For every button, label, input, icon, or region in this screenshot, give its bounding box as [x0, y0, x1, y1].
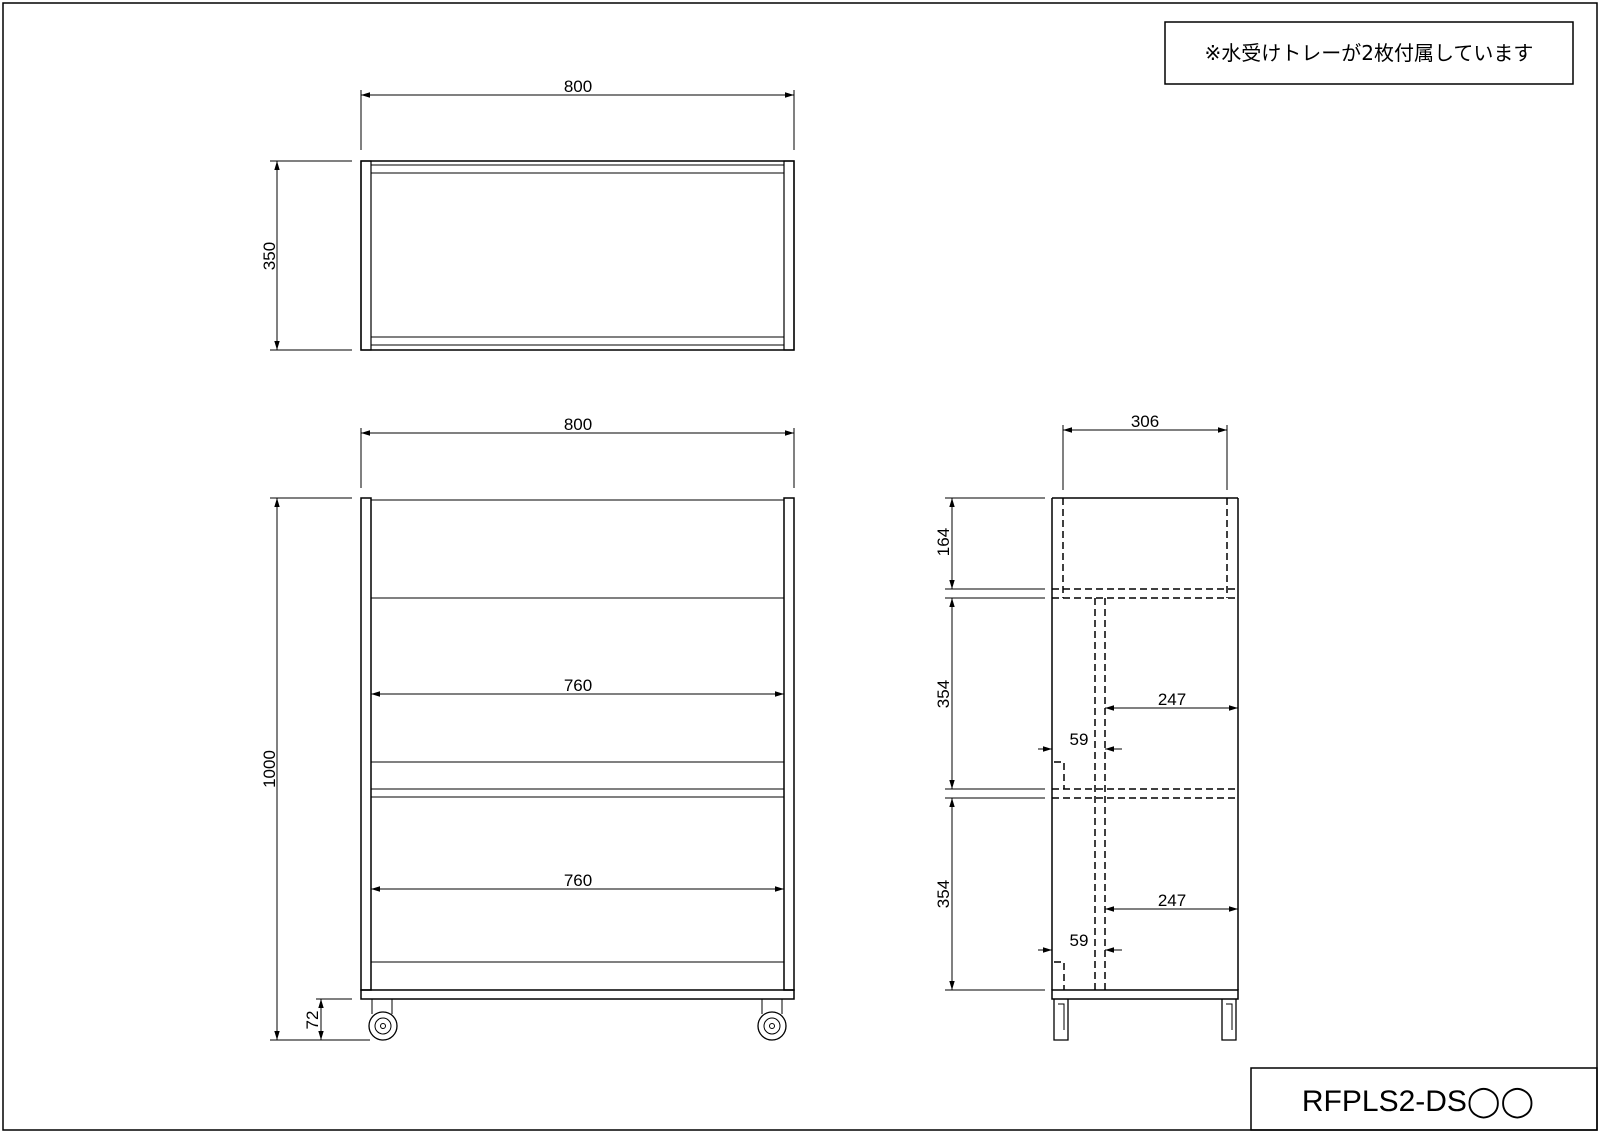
front-view: 800 760 760 1000 72: [260, 415, 795, 1041]
side-mid-section-dim: 354: [934, 680, 953, 708]
offset-lower-dim: 59: [1070, 931, 1089, 950]
note-box: ※水受けトレーが2枚付属しています: [1164, 21, 1574, 85]
note-text: ※水受けトレーが2枚付属しています: [1205, 41, 1534, 65]
top-depth-dim: 350: [260, 242, 279, 270]
front-right-caster: [757, 999, 787, 1041]
title-block: RFPLS2-DS◯◯: [1250, 1067, 1598, 1131]
front-width-dim: 800: [564, 415, 592, 434]
side-left-caster: [1053, 999, 1069, 1041]
shelf-lower-depth-dim: 247: [1158, 891, 1186, 910]
side-top-section-dim: 164: [934, 528, 953, 556]
shelf-upper-width-dim: 760: [564, 676, 592, 695]
side-right-caster: [1221, 999, 1237, 1041]
shelf-upper-depth-dim: 247: [1158, 690, 1186, 709]
top-width-dim: 800: [564, 77, 592, 96]
offset-upper-dim: 59: [1070, 730, 1089, 749]
side-view: 306 164 354 354 247 247 59 59: [934, 412, 1239, 1041]
front-left-caster: [368, 999, 398, 1041]
top-view: 800 350: [260, 77, 795, 351]
side-width-dim: 306: [1131, 412, 1159, 431]
side-low-section-dim: 354: [934, 880, 953, 908]
front-height-dim: 1000: [260, 750, 279, 788]
model-number: RFPLS2-DS◯◯: [1302, 1085, 1534, 1119]
shelf-lower-width-dim: 760: [564, 871, 592, 890]
caster-height-dim: 72: [303, 1011, 322, 1030]
